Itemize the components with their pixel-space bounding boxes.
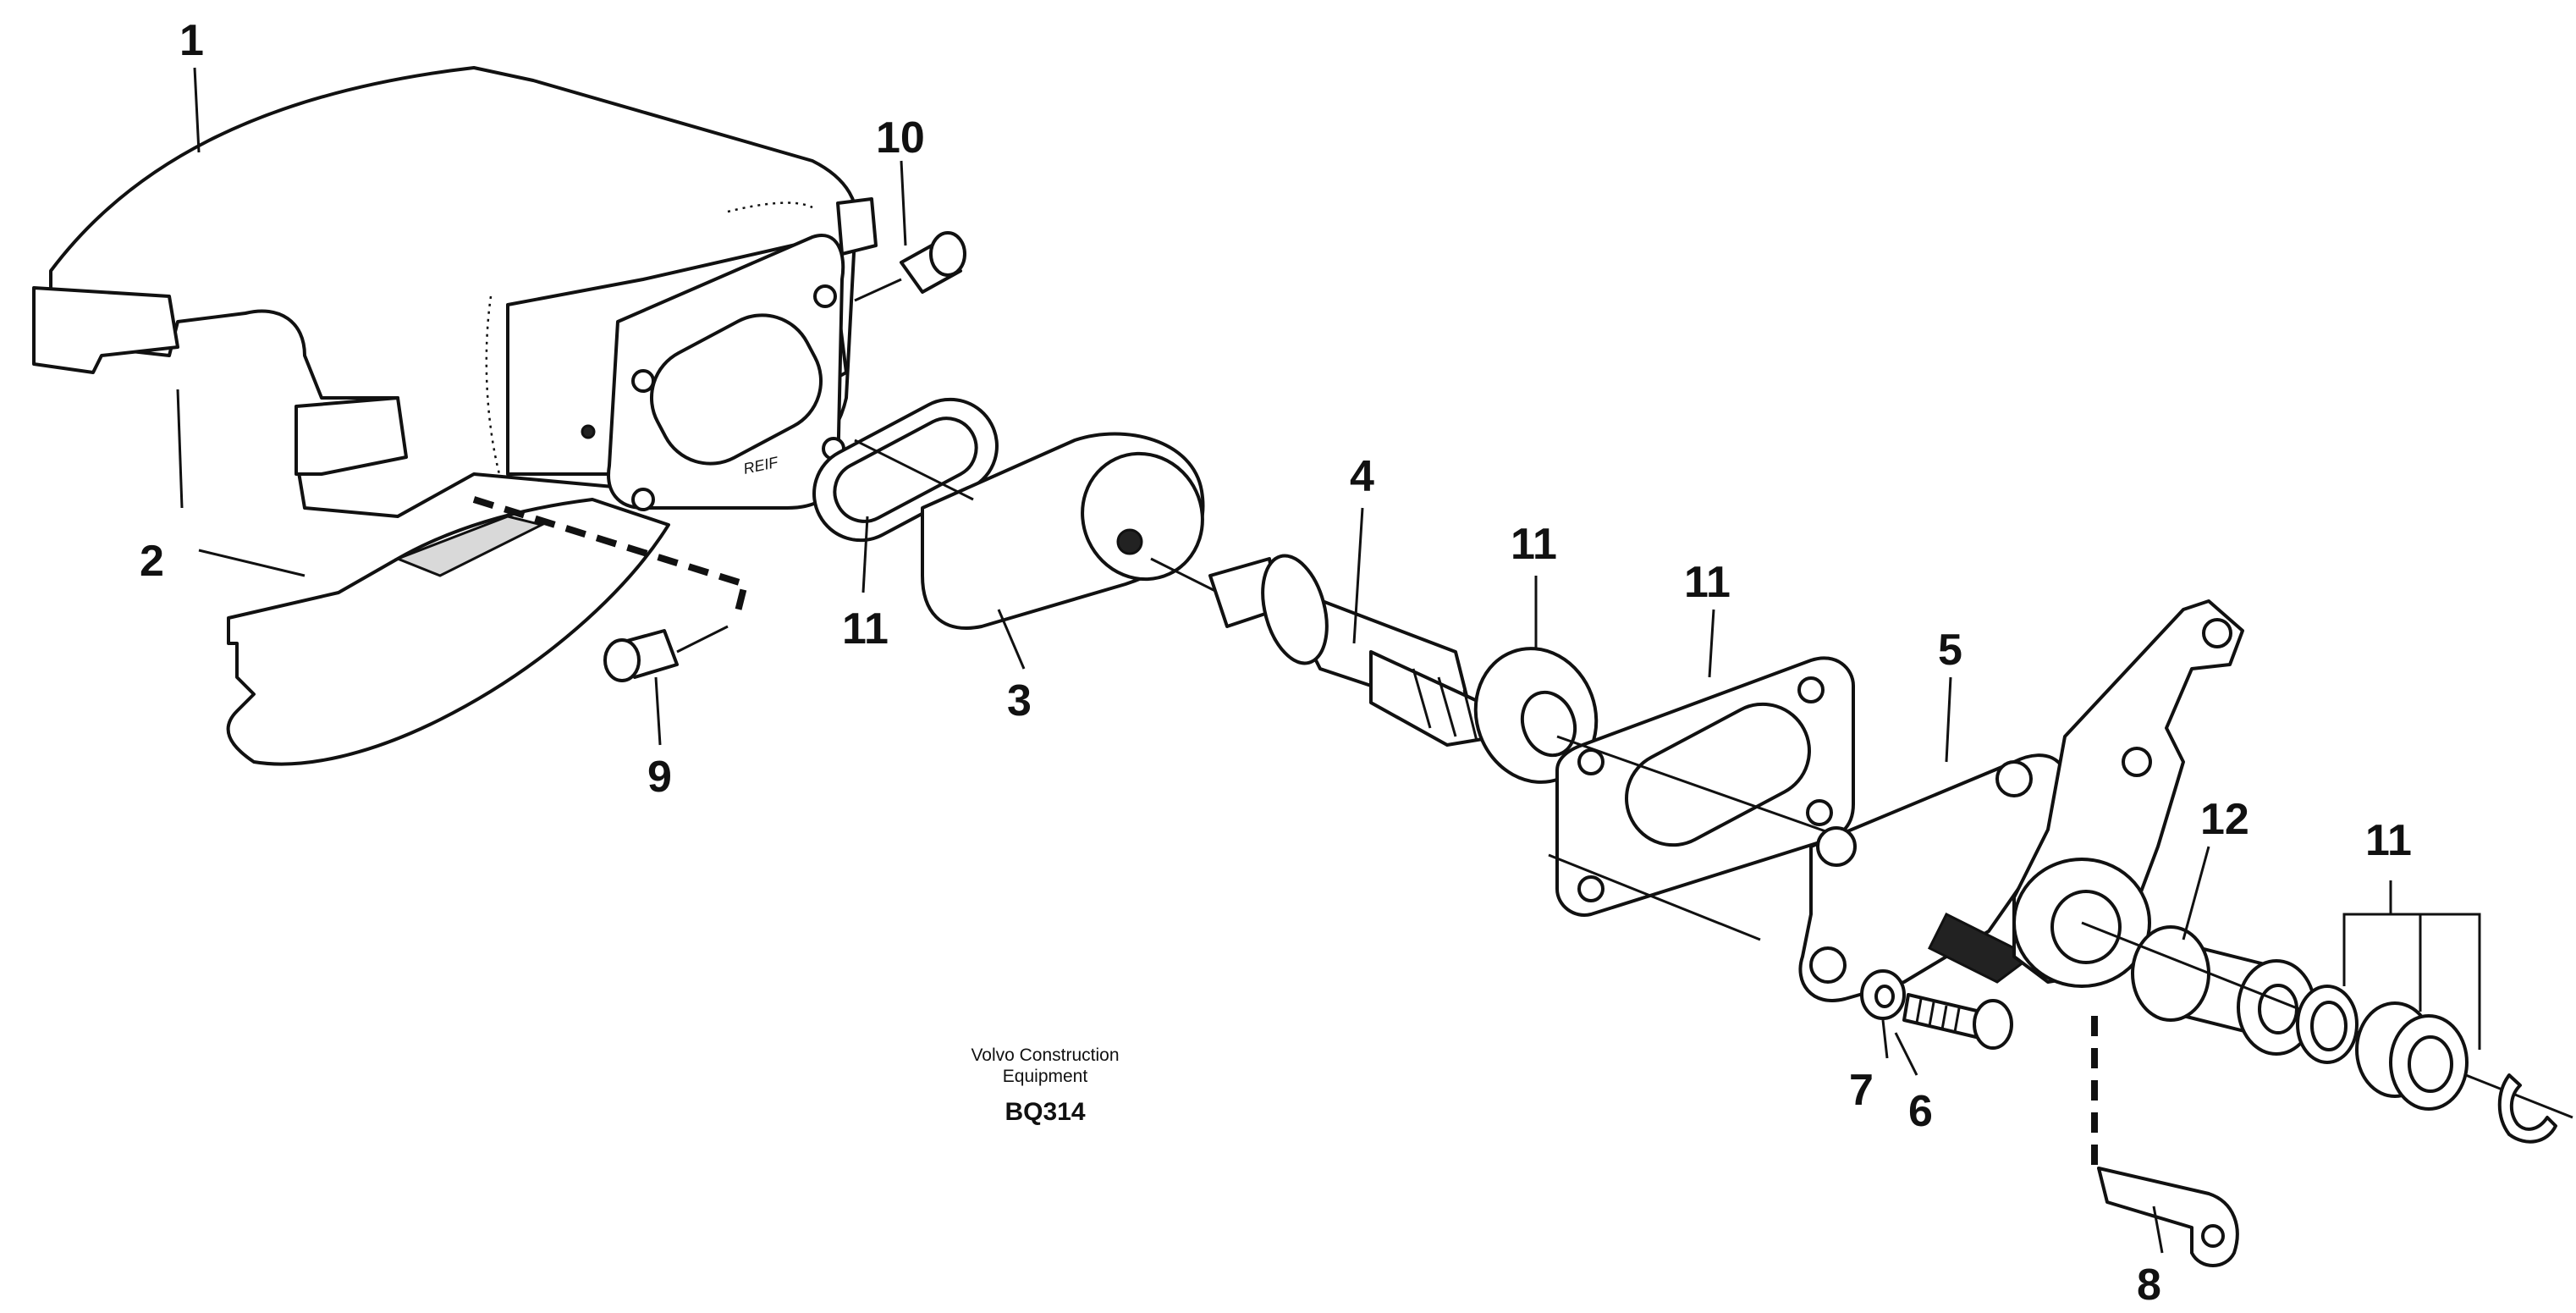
callout-2: 2 xyxy=(140,537,164,586)
callout-12: 12 xyxy=(2200,795,2249,844)
center-axis-1 xyxy=(854,439,974,501)
center-axis-4 xyxy=(1548,853,1761,941)
callout-9: 9 xyxy=(647,753,672,802)
callout-11-rings: 11 xyxy=(2365,816,2412,865)
part-8-bracket xyxy=(2097,1167,2239,1267)
caption-line2: Equipment xyxy=(1003,1067,1088,1086)
caption: Volvo Construction Equipment BQ314 xyxy=(971,1045,1119,1126)
callout-11-bushing: 11 xyxy=(1511,520,1557,569)
part-7-washer xyxy=(1860,969,1906,1020)
part-1-housing: REIF xyxy=(32,66,878,518)
callout-3: 3 xyxy=(1007,676,1032,725)
caption-line1: Volvo Construction xyxy=(971,1045,1119,1065)
part-9-nipple xyxy=(603,625,729,682)
callout-7: 7 xyxy=(1849,1066,1874,1115)
callout-5: 5 xyxy=(1938,626,1962,675)
callout-4: 4 xyxy=(1350,452,1374,501)
housing-slot xyxy=(649,313,823,466)
part-6-screw xyxy=(1902,993,2013,1050)
callout-6: 6 xyxy=(1908,1087,1933,1136)
caption-code: BQ314 xyxy=(1005,1098,1085,1126)
center-axis-3 xyxy=(1556,735,1846,840)
callout-1: 1 xyxy=(179,16,204,65)
part-8-bracket-upper xyxy=(2012,599,2244,988)
part-3-block xyxy=(921,432,1205,630)
part-12-sleeve xyxy=(2131,925,2316,1056)
callout-11-gasket: 11 xyxy=(1684,558,1731,607)
part-4-shaft xyxy=(1208,554,1500,747)
callouts: 1 2 3 4 5 6 7 8 9 10 11 11 11 11 12 xyxy=(140,16,2412,1310)
leader-lines xyxy=(176,67,2481,1254)
part-11d-rings xyxy=(2296,985,2557,1144)
callout-11-seal: 11 xyxy=(842,604,889,654)
callout-10: 10 xyxy=(876,113,925,163)
assembly-guide-9 xyxy=(472,496,749,619)
part-10-plug xyxy=(854,231,966,302)
center-axis-2 xyxy=(1150,557,1219,594)
callout-8: 8 xyxy=(2137,1261,2161,1310)
part-5-lever xyxy=(1798,753,2068,1002)
